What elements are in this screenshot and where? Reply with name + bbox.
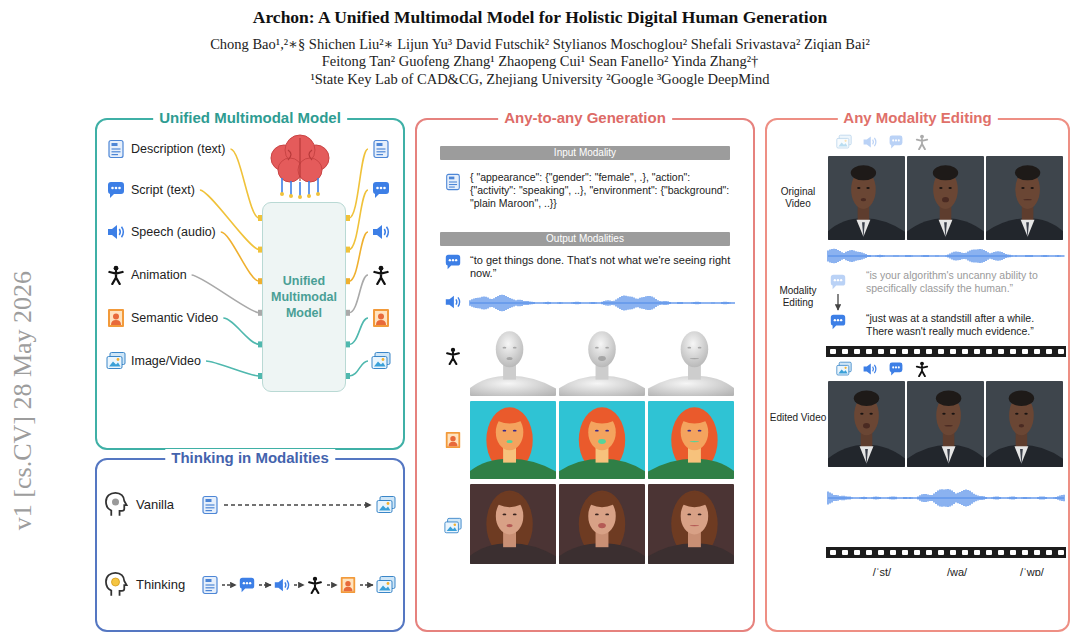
mode-name: Vanilla: [136, 497, 174, 513]
original-frame: [907, 156, 984, 240]
video-frame: [470, 484, 556, 564]
modality-name: Description (text): [131, 141, 225, 157]
modality-name: Script (text): [131, 182, 195, 198]
row-label: Original Video: [769, 186, 827, 210]
model-label: Unified Multimodal Model: [271, 273, 337, 321]
generation-panel: Any-to-any GenerationInput ModalityOutpu…: [415, 118, 755, 632]
original-frame: [986, 156, 1063, 240]
modality-name: Animation: [131, 267, 187, 283]
edited-frame: [986, 381, 1063, 467]
semantic-frame: [559, 401, 645, 479]
original-frame: [828, 156, 905, 240]
mode-name: Thinking: [136, 577, 185, 593]
edited-waveform: [828, 489, 1064, 507]
phoneme: /ˈwɒ/: [1010, 566, 1054, 579]
animation-frame: [648, 331, 734, 396]
original-waveform: [828, 249, 1064, 264]
edited-script: “just was at a standstill after a while.…: [866, 312, 1064, 338]
paper-title: Archon: A Unified Multimodal Model for H…: [0, 7, 1080, 28]
phoneme: /wa/: [935, 566, 979, 579]
edited-frame: [907, 381, 984, 467]
generation-row-icons: [445, 174, 461, 532]
author-list: Chong Bao¹,²∗§ Shichen Liu²∗ Lijun Yu³ D…: [200, 36, 880, 70]
speech-waveform: [470, 295, 735, 311]
brain-icon: [271, 135, 329, 199]
panel-title: Any-to-any Generation: [498, 109, 672, 127]
section-label: Input Modality: [554, 147, 616, 159]
script-quote: “to get things done. That's not what we'…: [470, 254, 734, 280]
phoneme: /ˈst/: [860, 566, 904, 579]
thinking-panel: Thinking in Modalities: [95, 458, 405, 632]
affiliation-list: ¹State Key Lab of CAD&CG, Zhejiang Unive…: [140, 71, 940, 88]
original-script: “is your algorithm's uncanny ability to …: [866, 269, 1064, 295]
edited-frame: [828, 381, 905, 467]
thinking-rows: [106, 493, 395, 596]
section-bar: Output Modalities: [440, 232, 730, 246]
json-input: { "appearance": {"gender": "female", .},…: [470, 171, 736, 210]
modality-name: Speech (audio): [131, 224, 216, 240]
section-label: Output Modalities: [546, 233, 624, 245]
film-holes: [830, 349, 1064, 555]
modality-icons-out: [372, 141, 390, 369]
panel-title: Thinking in Modalities: [165, 449, 335, 467]
semantic-frame: [648, 401, 734, 479]
panel-title: Any Modality Editing: [837, 109, 997, 127]
model-panel: Unified Multimodal ModelUnified Multimod…: [95, 118, 405, 450]
modality-name: Image/Video: [131, 353, 201, 369]
row-label: Modality Editing: [769, 285, 827, 309]
modality-icons-in: [107, 141, 125, 369]
video-frame: [559, 484, 645, 564]
modality-name: Semantic Video: [131, 310, 218, 326]
row-label: Edited Video: [769, 412, 827, 424]
arxiv-stamp: v1 [cs.CV] 28 May 2026: [6, 270, 39, 529]
film-strip: [826, 346, 1066, 558]
panel-title: Unified Multimodal Model: [153, 109, 347, 127]
model-core-box: Unified Multimodal Model: [262, 202, 346, 392]
video-frame: [648, 484, 734, 564]
semantic-frame: [470, 401, 556, 479]
animation-frame: [470, 331, 556, 396]
animation-frame: [559, 331, 645, 396]
section-bar: Input Modality: [440, 146, 730, 160]
editing-panel: Any Modality Editing: [765, 118, 1070, 632]
